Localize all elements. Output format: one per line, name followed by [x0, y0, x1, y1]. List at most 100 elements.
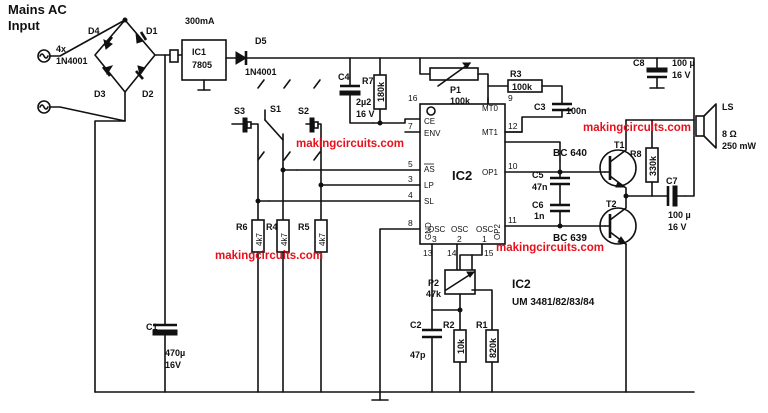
c8-value: 100 µ	[672, 58, 695, 68]
c4-voltage: 16 V	[356, 109, 375, 119]
c7-value: 100 µ	[668, 210, 691, 220]
r5-ref: R5	[298, 222, 310, 232]
pin-osc2: OSC	[451, 225, 469, 234]
capacitor-c4	[339, 57, 374, 124]
pin-number-b2: 2	[457, 234, 462, 244]
mains-title-top: Mains AC	[8, 2, 67, 17]
potentiometer-p2	[444, 269, 476, 331]
s2-label: S2	[298, 106, 309, 116]
resistor-r5	[314, 184, 328, 393]
switch-s2	[305, 117, 322, 186]
c8-ref: C8	[633, 58, 645, 68]
c1-voltage: 16V	[165, 360, 181, 370]
r5-value: 4k7	[318, 233, 327, 246]
pin-as: AS	[424, 165, 435, 174]
pin-number-14: 14	[447, 248, 457, 258]
r6-ref: R6	[236, 222, 248, 232]
watermark-1: makingcircuits.com	[296, 138, 404, 150]
r7-value: 180k	[376, 81, 386, 102]
t1-ref: T1	[614, 140, 625, 150]
ic2-ref: IC2	[452, 168, 472, 183]
s1-label: S1	[270, 104, 281, 114]
ic2-part-ref: IC2	[512, 277, 531, 291]
resistor-r2	[453, 329, 467, 393]
r3-value: 100k	[512, 82, 533, 92]
transistor-t2	[599, 195, 637, 393]
transistor-t1	[599, 119, 637, 197]
c2-value: 47p	[410, 350, 426, 360]
s3-label: S3	[234, 106, 245, 116]
resistor-r1	[471, 289, 499, 393]
ic1-part: 7805	[192, 60, 212, 70]
r4-value: 4k7	[280, 233, 289, 246]
ic2-body	[419, 103, 506, 245]
loudspeaker	[684, 103, 717, 197]
regulator-ic1	[181, 39, 227, 81]
c5-ref: C5	[532, 170, 544, 180]
ac-input-top-terminal	[37, 49, 51, 63]
pin-number-b1: 1	[482, 234, 487, 244]
pin-gnd: GND	[424, 222, 433, 240]
c6-ref: C6	[532, 200, 544, 210]
r4-ref: R4	[266, 222, 278, 232]
pin-number-7: 7	[408, 121, 413, 131]
p2-value: 47k	[426, 289, 442, 299]
r2-ref: R2	[443, 320, 455, 330]
pin-ce: CE	[424, 117, 435, 126]
pin-number-9: 9	[508, 93, 513, 103]
c3-value: 100n	[566, 106, 587, 116]
c4-ref: C4	[338, 72, 350, 82]
d1-label: D1	[146, 26, 158, 36]
capacitor-c2	[422, 328, 442, 393]
ic2-part: UM 3481/82/83/84	[512, 297, 595, 308]
ls-ref: LS	[722, 102, 734, 112]
resistor-r3	[507, 79, 563, 105]
resistor-r6	[251, 200, 265, 393]
pin-number-5: 5	[408, 159, 413, 169]
capacitor-c7	[666, 185, 686, 207]
capacitor-c6	[550, 203, 570, 227]
p1-value: 100k	[450, 96, 471, 106]
watermark-3: makingcircuits.com	[496, 242, 604, 254]
capacitor-c5	[550, 159, 570, 206]
t2-ref: T2	[606, 199, 617, 209]
r8-value: 330k	[648, 155, 658, 176]
c8-voltage: 16 V	[672, 70, 691, 80]
bridge-qty: 4x	[56, 44, 66, 54]
d2-label: D2	[142, 89, 154, 99]
pin-number-11: 11	[508, 215, 517, 225]
bridge-part: 1N4001	[56, 56, 88, 66]
ic1-ref: IC1	[192, 47, 206, 57]
ls-ohm: 8 Ω	[722, 129, 737, 139]
pin-osc1: OSC	[476, 225, 494, 234]
r3-ref: R3	[510, 69, 522, 79]
pin-env: ENV	[424, 129, 441, 138]
r6-value: 4k7	[255, 233, 264, 246]
switch-s1	[264, 109, 298, 171]
diode-d5	[225, 51, 695, 136]
watermark-4: makingcircuits.com	[215, 250, 323, 262]
fuse	[169, 49, 179, 63]
pin-number-15: 15	[484, 248, 494, 258]
c6-value: 1n	[534, 211, 545, 221]
t1-part: BC 640	[553, 148, 587, 159]
c5-value: 47n	[532, 182, 548, 192]
pin-number-b3: 3	[432, 234, 437, 244]
pin-number-16: 16	[408, 93, 418, 103]
c3-ref: C3	[534, 102, 546, 112]
r2-value: 10k	[456, 338, 466, 354]
c1-ref: C1	[146, 322, 158, 332]
pin-number-12: 12	[508, 121, 518, 131]
resistor-r4	[276, 169, 290, 393]
pin-osc3: OSC	[428, 225, 446, 234]
pin-number-10: 10	[508, 161, 518, 171]
t2-part: BC 639	[553, 233, 587, 244]
pin-op2: OP2	[493, 223, 502, 240]
pin-number-4: 4	[408, 190, 413, 200]
pin-lp: LP	[424, 181, 434, 190]
switch-break-marks	[257, 79, 321, 161]
pin-mt1: MT1	[482, 128, 499, 137]
pin-number-8: 8	[408, 218, 413, 228]
ac-input-bottom-terminal	[37, 100, 51, 114]
